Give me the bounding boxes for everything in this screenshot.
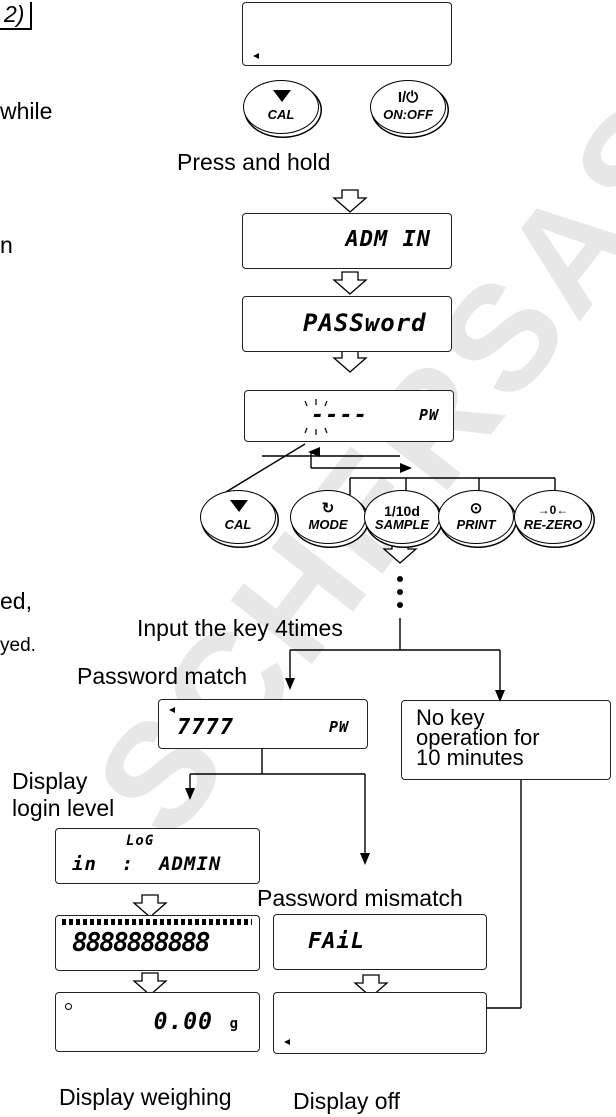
- mode-cycle-icon: ↻: [321, 500, 335, 517]
- weigh-value: 0.00: [153, 1009, 213, 1035]
- fail-text: FAiL: [308, 929, 365, 954]
- left-title-fragment-text: 2): [4, 1, 25, 27]
- label-press-hold: Press and hold: [177, 149, 331, 175]
- password-text: PASSword: [303, 309, 427, 337]
- display-pw-entered: 7777 PW: [158, 699, 368, 749]
- sample-key[interactable]: 1/10d SAMPLE: [364, 490, 440, 544]
- label-display-off: Display off: [293, 1088, 400, 1114]
- pw-tag-2: PW: [328, 718, 349, 736]
- cal-key-label: CAL: [267, 107, 295, 122]
- down-triangle-icon: [230, 500, 248, 512]
- rezero-key-label: RE-ZERO: [523, 517, 583, 532]
- sample-top-text: 1/10d: [384, 503, 420, 519]
- admin-text: ADM IN: [345, 227, 431, 252]
- all-segments-text: 8888888888: [72, 928, 211, 958]
- display-all-segments: 8888888888: [55, 915, 260, 971]
- onoff-key-label: ON:OFF: [383, 107, 433, 122]
- left-title-fragment: [0, 2, 32, 30]
- print-key-label: PRINT: [456, 517, 496, 532]
- login-bottom-text: in : ADMIN: [72, 853, 222, 875]
- display-weighing: 0.00 g: [55, 992, 260, 1052]
- label-display-weighing: Display weighing: [59, 1084, 232, 1110]
- display-admin: ADM IN: [242, 213, 452, 269]
- hollow-arrow: [332, 349, 368, 373]
- stable-indicator-icon: [253, 53, 259, 59]
- left-text-ed: ed,: [0, 588, 32, 614]
- mode-key-label: MODE: [308, 517, 348, 532]
- mode-key[interactable]: ↻ MODE: [290, 490, 366, 544]
- display-blank-top: [242, 2, 452, 66]
- stable-indicator-icon: [169, 707, 175, 713]
- status-bar: [62, 919, 252, 925]
- hollow-arrow: [132, 972, 168, 996]
- print-key[interactable]: ⊙ PRINT: [438, 490, 514, 544]
- label-no-key: No key operation for 10 minutes: [416, 705, 540, 770]
- display-login: LoG in : ADMIN: [55, 828, 260, 884]
- cal-key-top[interactable]: CAL: [243, 80, 319, 134]
- cal-key[interactable]: CAL: [200, 490, 276, 544]
- zero-indicator-icon: [65, 1003, 72, 1010]
- pw-tag: PW: [418, 406, 439, 424]
- label-password-match: Password match: [77, 663, 248, 689]
- print-icon: ⊙: [469, 500, 483, 517]
- hollow-arrow: [132, 894, 168, 918]
- display-fail: FAiL: [273, 914, 487, 970]
- sample-key-label: SAMPLE: [374, 517, 430, 532]
- left-text-yed: yed.: [0, 635, 36, 656]
- power-icon: I/⏻: [397, 89, 419, 106]
- display-password: PASSword: [242, 296, 452, 352]
- label-display-login: Display login level: [12, 768, 115, 821]
- hollow-arrow: [332, 189, 368, 213]
- display-pw-input: ---- PW: [244, 390, 454, 442]
- label-input-key: Input the key 4times: [137, 615, 343, 641]
- display-off: [273, 992, 487, 1054]
- left-text-while: while: [0, 98, 53, 124]
- hollow-arrow: [353, 974, 389, 998]
- no-key-box: [401, 700, 611, 780]
- rezero-key[interactable]: →0← RE-ZERO: [514, 490, 592, 544]
- blink-indicator-icon: [304, 399, 328, 435]
- weigh-unit: g: [229, 1016, 239, 1032]
- label-password-mismatch: Password mismatch: [257, 885, 463, 911]
- hollow-arrow: [382, 540, 418, 564]
- cal-key-label: CAL: [224, 517, 252, 532]
- pw-entered-text: 7777: [177, 715, 234, 740]
- hollow-arrow: [332, 271, 368, 295]
- login-top-text: LoG: [126, 833, 155, 849]
- rezero-icon: →0←: [537, 503, 569, 517]
- left-text-n: n: [0, 232, 13, 258]
- pw-dashes: ----: [311, 403, 368, 428]
- stable-indicator-icon: [284, 1039, 290, 1045]
- down-triangle-icon: [273, 90, 291, 102]
- onoff-key[interactable]: I/⏻ ON:OFF: [370, 80, 446, 134]
